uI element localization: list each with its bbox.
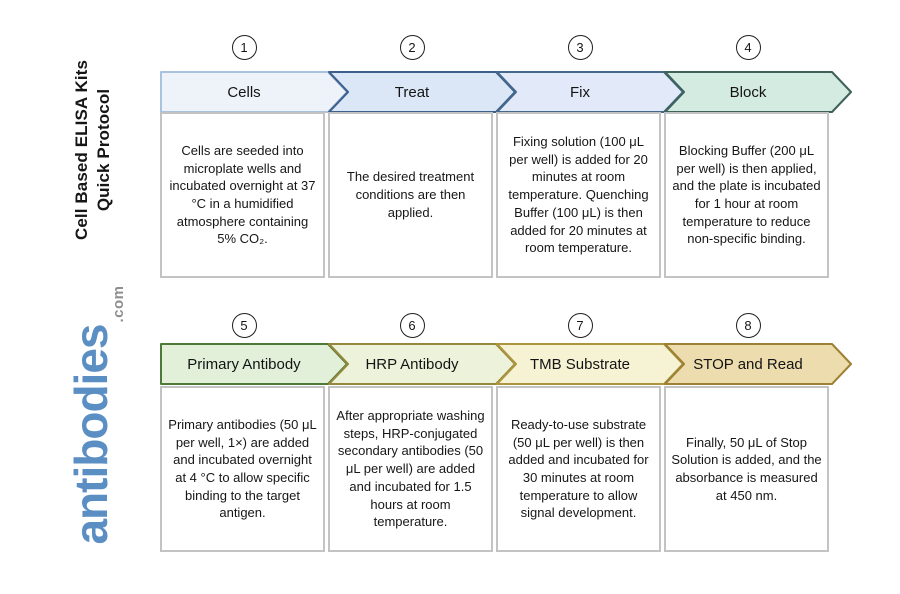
step-title-4: Block <box>729 83 767 101</box>
arrow-shape-8 <box>664 343 852 385</box>
step-description-box-2: The desired treatment conditions are the… <box>328 112 493 278</box>
step-description-7: Ready-to-use substrate (50 μL per well) … <box>508 416 649 521</box>
step-number-badge-1: 1 <box>231 35 257 60</box>
step-number-badge-7: 7 <box>567 313 593 338</box>
step-arrow-block: Block <box>664 71 852 113</box>
step-description-box-5: Primary antibodies (50 μL per well, 1×) … <box>160 386 325 552</box>
step-description-4: Blocking Buffer (200 μL per well) is the… <box>672 142 821 247</box>
step-title-7: TMB Substrate <box>529 355 631 373</box>
step-arrow-fix: Fix <box>496 71 684 113</box>
step-description-3: Fixing solution (100 μL per well) is add… <box>508 134 649 256</box>
step-description-box-7: Ready-to-use substrate (50 μL per well) … <box>496 386 661 552</box>
arrow-shape-4 <box>664 71 852 113</box>
step-description-8: Finally, 50 μL of Stop Solution is added… <box>671 434 822 503</box>
step-description-box-4: Blocking Buffer (200 μL per well) is the… <box>664 112 829 278</box>
step-title-1: Cells <box>227 83 261 101</box>
step-description-box-1: Cells are seeded into microplate wells a… <box>160 112 325 278</box>
brand-logo: antibodies.com <box>56 251 127 581</box>
step-arrow-treat: Treat <box>328 71 516 113</box>
step-title-2: Treat <box>394 83 430 101</box>
step-title-5: Primary Antibody <box>187 355 301 373</box>
step-arrow-primary-antibody: Primary Antibody <box>160 343 348 385</box>
step-description-box-6: After appropriate washing steps, HRP-con… <box>328 386 493 552</box>
step-description-2: The desired treatment conditions are the… <box>346 169 475 220</box>
step-description-6: After appropriate washing steps, HRP-con… <box>336 408 485 530</box>
row2-step-numbers: 5 6 7 8 <box>160 313 832 338</box>
protocol-steps-area: 1 2 3 4 Cells Treat Fix <box>160 0 860 594</box>
step-description-5: Primary antibodies (50 μL per well, 1×) … <box>168 416 317 521</box>
vertical-title: Cell Based ELISA Kits Quick Protocol <box>71 35 115 265</box>
step-arrow-stop-and-read: STOP and Read <box>664 343 852 385</box>
step-number-badge-5: 5 <box>231 313 257 338</box>
step-description-box-3: Fixing solution (100 μL per well) is add… <box>496 112 661 278</box>
step-number-badge-4: 4 <box>735 35 761 60</box>
step-description-1: Cells are seeded into microplate wells a… <box>169 142 316 247</box>
brand-logo-suffix: .com <box>110 285 127 323</box>
step-number-badge-6: 6 <box>399 313 425 338</box>
brand-logo-text: antibodies <box>65 324 117 545</box>
title-line-1: Cell Based ELISA Kits <box>72 59 91 241</box>
step-title-6: HRP Antibody <box>365 355 459 373</box>
step-number-badge-3: 3 <box>567 35 593 60</box>
step-arrow-cells: Cells <box>160 71 348 113</box>
step-title-3: Fix <box>570 83 590 101</box>
step-arrow-hrp-antibody: HRP Antibody <box>328 343 516 385</box>
step-number-badge-2: 2 <box>399 35 425 60</box>
step-arrow-tmb-substrate: TMB Substrate <box>496 343 684 385</box>
title-line-2: Quick Protocol <box>94 88 113 212</box>
step-description-box-8: Finally, 50 μL of Stop Solution is added… <box>664 386 829 552</box>
row1-step-numbers: 1 2 3 4 <box>160 35 832 60</box>
step-title-8: STOP and Read <box>693 355 803 373</box>
step-number-badge-8: 8 <box>735 313 761 338</box>
